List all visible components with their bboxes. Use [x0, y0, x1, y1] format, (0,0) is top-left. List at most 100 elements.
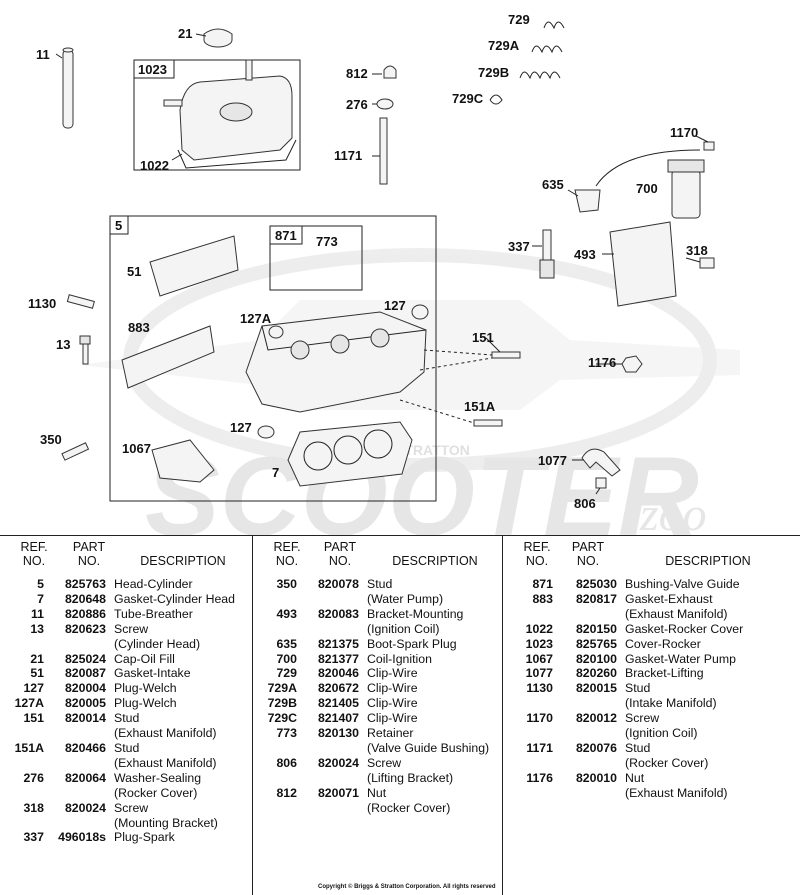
wire-clip-729c [489, 94, 503, 105]
table-row: (Lifting Bracket) [253, 771, 503, 786]
gasket-water-pump [151, 439, 215, 483]
ref-no-cell: 337 [23, 830, 44, 845]
ref-no-cell: 1067 [525, 651, 553, 666]
part-no-cell: 821405 [317, 696, 359, 711]
description-cell: Clip-Wire [367, 696, 418, 711]
description-cell: (Intake Manifold) [625, 696, 717, 711]
ref-no-cell [503, 756, 553, 771]
part-no-cell: 820466 [64, 740, 106, 755]
part-no-cell [553, 696, 625, 711]
part-no-cell: 820004 [64, 681, 106, 696]
ref-no-cell: 1022 [525, 621, 553, 636]
callout-883: 883 [128, 320, 150, 335]
ref-no-cell: 13 [30, 621, 44, 636]
ref-no-cell: 51 [30, 666, 44, 681]
ref-no-cell: 1170 [526, 711, 553, 726]
ref-no-cell: 127 [23, 681, 44, 696]
part-no-cell: 820623 [64, 621, 106, 636]
callout-1170: 1170 [670, 125, 698, 140]
callout-812: 812 [346, 66, 368, 81]
bracket-lifting [581, 448, 621, 477]
callout-127-top: 127 [384, 298, 406, 313]
watermark-small-text: STRATTON [395, 442, 470, 458]
part-no-cell: 821375 [317, 636, 359, 651]
table-row: (Exhaust Manifold) [0, 726, 252, 741]
part-no-cell: 825024 [64, 651, 106, 666]
screw-lifting-bracket [595, 477, 607, 489]
callout-1023: 1023 [138, 62, 167, 77]
part-no-cell: 825030 [575, 577, 617, 591]
description-cell: Washer-Sealing [114, 770, 202, 785]
gasket-intake [149, 235, 239, 297]
callout-871: 871 [275, 228, 297, 243]
part-no-cell: 820078 [317, 577, 359, 591]
description-header: DESCRIPTION [140, 554, 226, 568]
callout-1176: 1176 [588, 355, 616, 370]
description-cell: Retainer [367, 726, 414, 741]
ref-no-cell: 21 [30, 651, 44, 666]
ref-no-cell: 1171 [526, 740, 553, 755]
description-cell: Gasket-Rocker Cover [625, 621, 744, 636]
ref-no-cell [253, 741, 297, 756]
ref-no-cell [0, 786, 44, 801]
callout-700: 700 [636, 181, 658, 196]
rocker-cover-box [133, 59, 301, 171]
plug-welch-lower [257, 425, 275, 439]
callout-51: 51 [127, 264, 141, 279]
screw-mounting-bracket [699, 257, 715, 269]
ref-no-cell: 127A [14, 696, 44, 711]
callout-337: 337 [508, 239, 530, 254]
ref-no-cell [503, 726, 553, 741]
part-no-cell: 496018s [58, 830, 106, 845]
wire-clip-729b [519, 71, 561, 80]
description-cell: Cover-Rocker [625, 636, 701, 651]
ref-no-cell: 812 [276, 785, 297, 800]
ref-no-cell [0, 637, 44, 652]
part-no-cell [297, 801, 367, 816]
description-cell: Bracket-Mounting [367, 606, 464, 621]
part-no-cell [44, 637, 114, 652]
table-row: (Rocker Cover) [0, 786, 252, 801]
ref-no-cell [253, 801, 297, 816]
table-row: 729B 821405 Clip-Wire [253, 696, 503, 711]
plug-welch-127a [268, 325, 284, 339]
part-no-cell [297, 741, 367, 756]
ref-no-cell: 1023 [525, 636, 553, 651]
ref-no-cell [253, 592, 297, 607]
description-cell: Clip-Wire [367, 681, 418, 696]
description-cell: Screw [625, 711, 660, 726]
copyright-notice: Copyright © Briggs & Stratton Corporatio… [318, 884, 496, 890]
description-cell: Stud [367, 577, 393, 591]
part-no-cell: 820260 [575, 666, 617, 681]
description-cell: Nut [625, 770, 645, 785]
description-cell: Gasket-Cylinder Head [114, 591, 235, 606]
description-cell: Stud [114, 740, 140, 755]
part-no-cell: 820064 [64, 770, 106, 785]
callout-151: 151 [472, 330, 494, 345]
part-no-cell: 820083 [317, 606, 359, 621]
ref-no-cell: 729B [267, 696, 297, 711]
valve-guide-box [269, 225, 363, 291]
callout-1130: 1130 [28, 296, 56, 311]
part-no-cell: 820071 [317, 785, 359, 800]
description-cell: Stud [114, 711, 140, 726]
part-no-cell: 820015 [575, 681, 617, 696]
screw-cylinder-head [79, 335, 91, 365]
stud-exhaust-151 [491, 351, 521, 359]
part-no-cell: 820014 [64, 711, 106, 726]
